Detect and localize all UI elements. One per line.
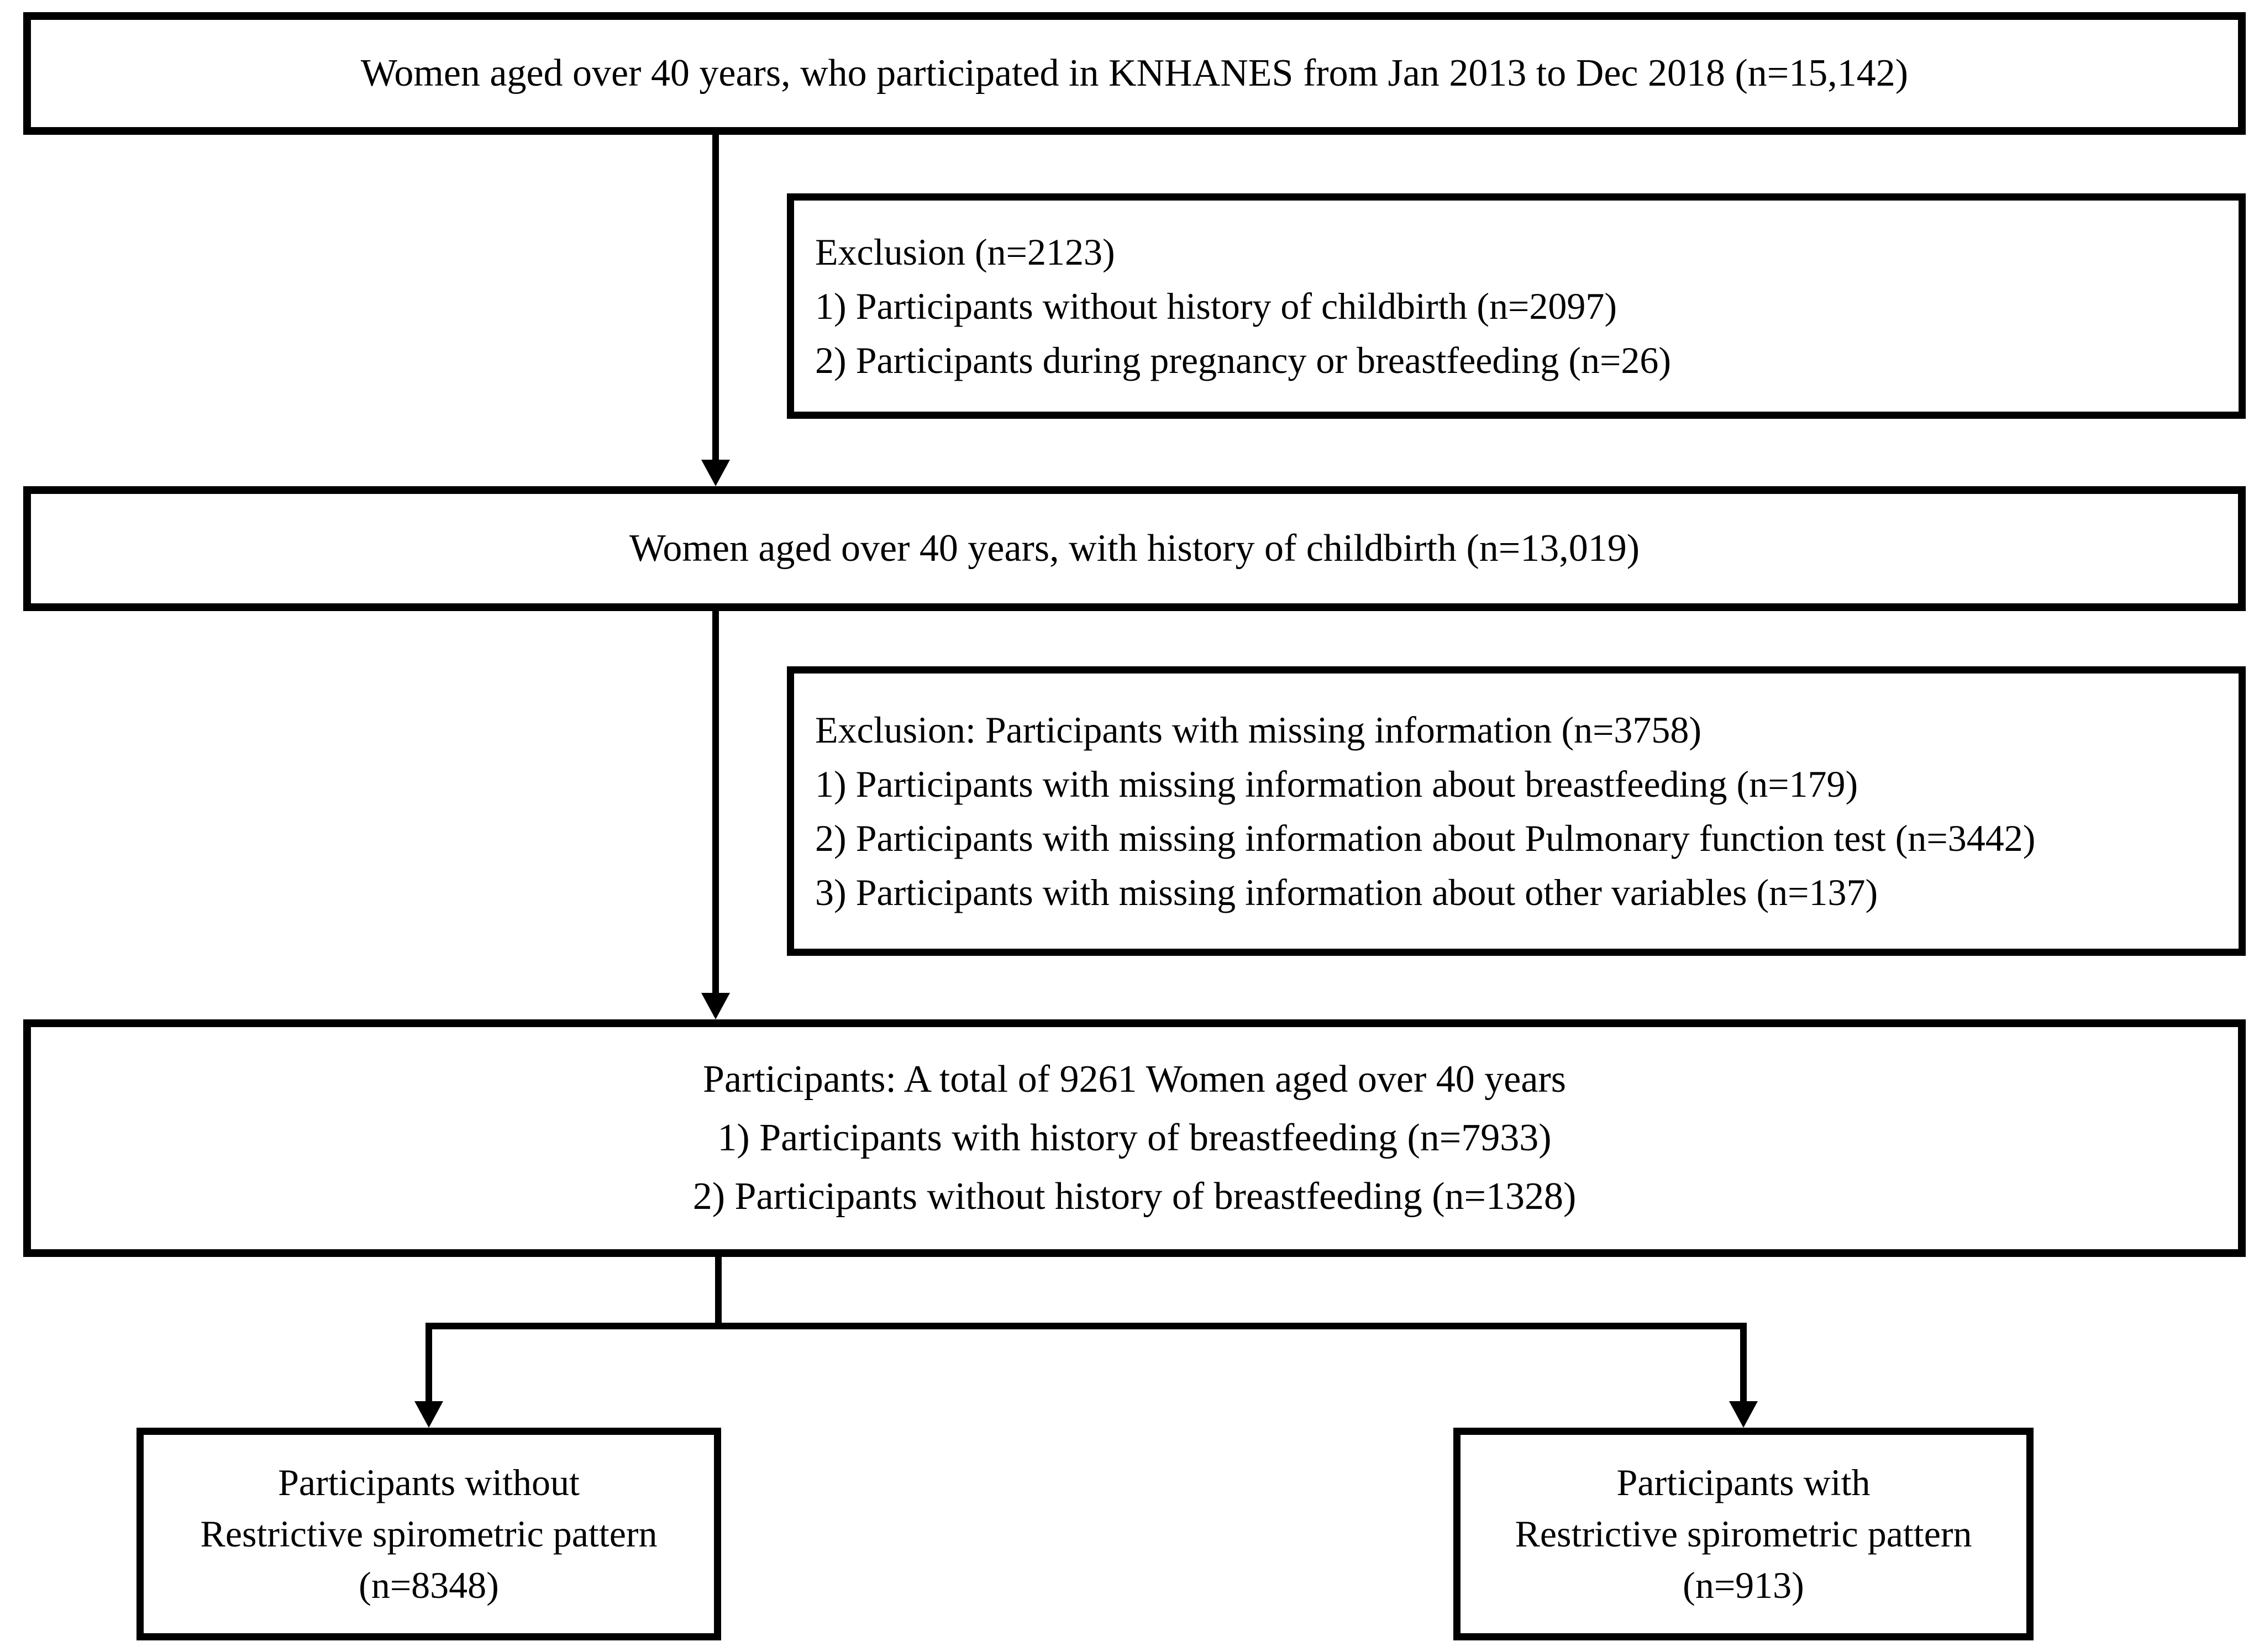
arrow-1-down-icon bbox=[701, 460, 730, 486]
exclusion-2-item-2: 2) Participants with missing information… bbox=[815, 817, 2036, 859]
with-rsp-count: (n=913) bbox=[1683, 1564, 1804, 1606]
exclusion-1-item-2: 2) Participants during pregnancy or brea… bbox=[815, 339, 1671, 381]
with-rsp-line-2: Restrictive spirometric pattern bbox=[1515, 1513, 1972, 1555]
exclusion-1-item-1: 1) Participants without history of child… bbox=[815, 285, 1617, 327]
participants-total: Participants: A total of 9261 Women aged… bbox=[703, 1058, 1566, 1101]
box-knhanes-population-text: Women aged over 40 years, who participat… bbox=[360, 52, 1909, 94]
box-final-participants: Participants: A total of 9261 Women aged… bbox=[23, 1019, 2246, 1257]
branch-stub-line bbox=[715, 1257, 722, 1326]
exclusion-2-title: Exclusion: Participants with missing inf… bbox=[815, 709, 1702, 751]
branch-left-down-icon bbox=[414, 1401, 443, 1428]
box-childbirth-history-text: Women aged over 40 years, with history o… bbox=[629, 527, 1640, 570]
box-without-restrictive-pattern: Participants without Restrictive spirome… bbox=[136, 1428, 721, 1640]
without-rsp-count: (n=8348) bbox=[359, 1564, 499, 1606]
arrow-1-line bbox=[712, 134, 719, 462]
box-knhanes-population: Women aged over 40 years, who participat… bbox=[23, 12, 2246, 135]
branch-left-line bbox=[425, 1323, 432, 1401]
without-rsp-line-1: Participants without bbox=[278, 1461, 580, 1503]
branch-horizontal-line bbox=[425, 1323, 1747, 1329]
branch-right-line bbox=[1740, 1323, 1747, 1401]
exclusion-2-item-1: 1) Participants with missing information… bbox=[815, 763, 1858, 805]
box-childbirth-history: Women aged over 40 years, with history o… bbox=[23, 486, 2246, 611]
participants-with-breastfeeding: 1) Participants with history of breastfe… bbox=[717, 1117, 1552, 1159]
exclusion-box-2: Exclusion: Participants with missing inf… bbox=[787, 666, 2246, 956]
arrow-2-down-icon bbox=[701, 993, 730, 1019]
without-rsp-line-2: Restrictive spirometric pattern bbox=[200, 1513, 658, 1555]
participants-without-breastfeeding: 2) Participants without history of breas… bbox=[692, 1175, 1577, 1218]
exclusion-box-1: Exclusion (n=2123) 1) Participants witho… bbox=[787, 193, 2246, 419]
arrow-2-line bbox=[712, 611, 719, 994]
box-with-restrictive-pattern: Participants with Restrictive spirometri… bbox=[1453, 1428, 2034, 1640]
exclusion-1-title: Exclusion (n=2123) bbox=[815, 231, 1115, 273]
with-rsp-line-1: Participants with bbox=[1616, 1461, 1871, 1503]
exclusion-2-item-3: 3) Participants with missing information… bbox=[815, 871, 1878, 913]
branch-right-down-icon bbox=[1729, 1401, 1758, 1428]
